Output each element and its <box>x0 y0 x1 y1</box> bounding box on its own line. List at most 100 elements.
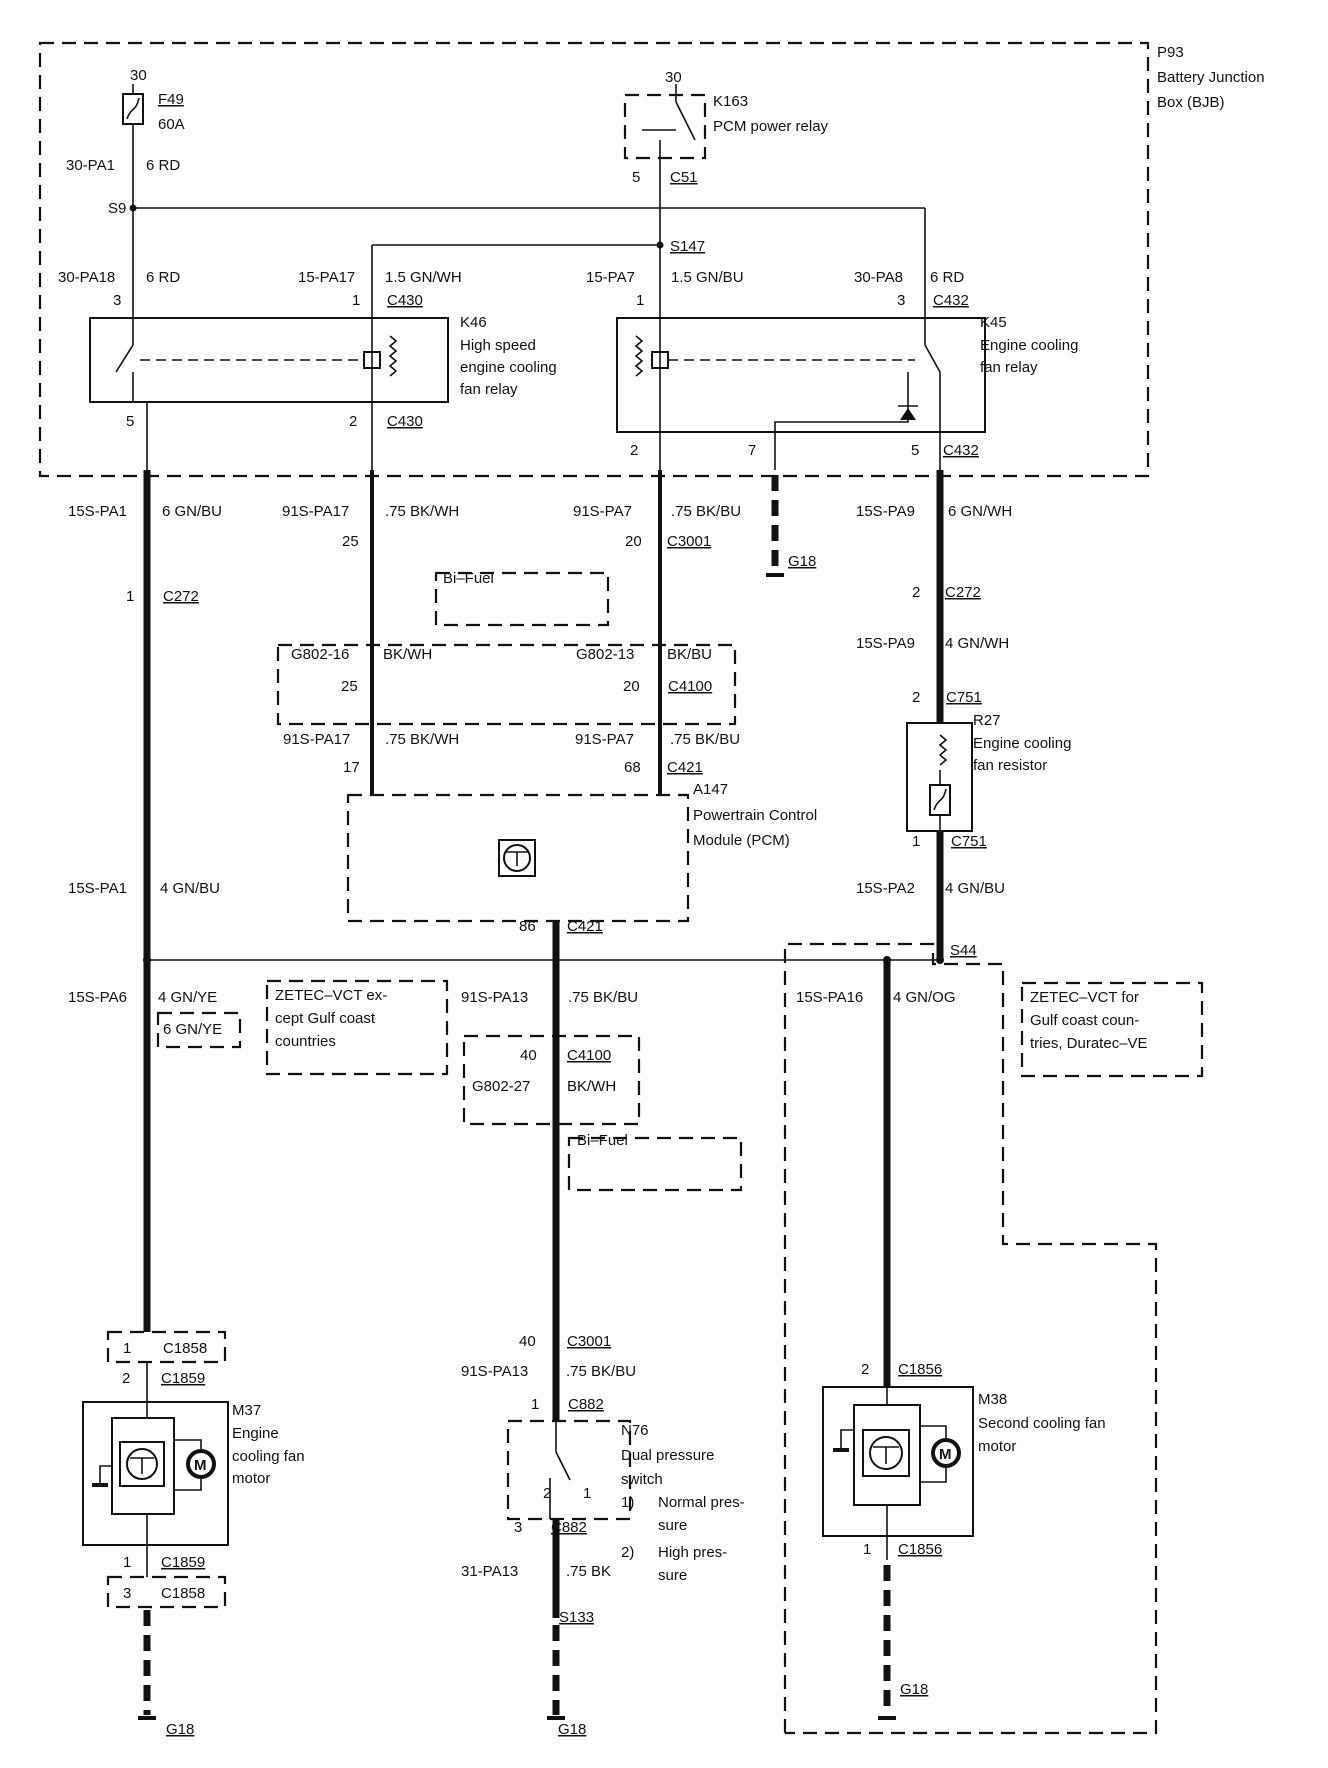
bjb-id: P93 <box>1157 44 1184 61</box>
k163-pin-bottom: 5 <box>632 169 640 186</box>
w6-pin: 17 <box>343 759 360 776</box>
r27-id: R27 <box>973 712 1001 729</box>
f49-id: F49 <box>158 91 184 108</box>
w5-circuit: 15S-PA9 <box>856 635 915 652</box>
f49-rating: 60A <box>158 116 185 133</box>
m37-pin-b: 2 <box>122 1370 130 1387</box>
k163-desc: PCM power relay <box>713 118 829 135</box>
bjb-label-1: Battery Junction <box>1157 69 1265 86</box>
g18-mid-label: G18 <box>558 1721 586 1738</box>
m38-icon-circle <box>869 1436 903 1470</box>
k46-relay-box <box>89 317 449 403</box>
k46-coil <box>363 351 381 369</box>
w7-conn: C421 <box>667 759 703 776</box>
c1858-bottom-box <box>106 1575 227 1609</box>
k46-top-left-pin: 3 <box>113 292 121 309</box>
pcm-module-icon <box>498 839 536 877</box>
m38-motor-box <box>822 1386 974 1537</box>
k45-top-right-pin: 3 <box>897 292 905 309</box>
note-left-3: countries <box>275 1033 336 1050</box>
w8-circuit: 15S-PA1 <box>68 880 127 897</box>
c272-right-pin: 2 <box>912 584 920 601</box>
note-left-box <box>265 979 449 1076</box>
w13-spec: .75 BK/BU <box>566 1363 636 1380</box>
splice-left <box>143 956 151 964</box>
g802-b-circuit: G802-13 <box>576 646 634 663</box>
k46-resistor <box>388 335 398 377</box>
pcm-icon-circle <box>503 844 531 872</box>
n76-note-1a: Normal pres- <box>658 1494 745 1511</box>
w1-circuit: 15S-PA1 <box>68 503 127 520</box>
note-right-3: tries, Duratec–VE <box>1030 1035 1148 1052</box>
m37-icon-circle <box>126 1448 158 1480</box>
n76-label-1: Dual pressure <box>621 1447 714 1464</box>
c3001-top-conn: C3001 <box>667 533 711 550</box>
splice-s9-label: S9 <box>108 200 126 217</box>
r27-label-2: fan resistor <box>973 757 1047 774</box>
w7-spec: .75 BK/BU <box>670 731 740 748</box>
n76-id: N76 <box>621 1422 649 1439</box>
k46-top-right-pin: 1 <box>352 292 360 309</box>
r27-fuse-curve <box>933 788 947 811</box>
f49-pin: 30 <box>130 67 147 84</box>
n76-note-1-num: 1) <box>621 1494 634 1511</box>
w14-circuit: 31-PA13 <box>461 1563 518 1580</box>
pcm-conn: C421 <box>567 918 603 935</box>
w10-circuit: 15S-PA6 <box>68 989 127 1006</box>
n76-note-1b: sure <box>658 1517 687 1534</box>
m37-label-2: cooling fan <box>232 1448 305 1465</box>
g802-a-spec: BK/WH <box>383 646 432 663</box>
pcm-pin: 86 <box>519 918 536 935</box>
c4100b-conn: C4100 <box>567 1047 611 1064</box>
k46-top-right-circuit: 15-PA17 <box>298 269 355 286</box>
m38-label-2: motor <box>978 1438 1016 1455</box>
w8-spec: 4 GN/BU <box>160 880 220 897</box>
n76-conn-top: C882 <box>568 1396 604 1413</box>
bjb-boundary <box>38 41 1150 478</box>
k46-top-left-spec: 6 RD <box>146 269 180 286</box>
k45-label-1: Engine cooling <box>980 337 1078 354</box>
pcm-box <box>346 793 690 923</box>
m37-motor-letter: M <box>194 1457 207 1474</box>
k45-diode-path <box>774 372 909 432</box>
r27-resistor-symbol <box>938 734 948 766</box>
m38-motor-wire-bottom <box>920 1466 947 1483</box>
m38-motor-letter: M <box>939 1446 952 1463</box>
w10-spec: 4 GN/YE <box>158 989 217 1006</box>
k46-switch-arm <box>115 344 134 373</box>
c1858-top-box <box>106 1330 227 1364</box>
k46-label-2: engine cooling <box>460 359 557 376</box>
k46-pin-left: 5 <box>126 413 134 430</box>
m38-label-1: Second cooling fan <box>978 1415 1106 1432</box>
k45-switch-arm <box>924 344 941 373</box>
w6-circuit: 91S-PA17 <box>283 731 350 748</box>
k46-label-1: High speed <box>460 337 536 354</box>
splice-s147-label: S147 <box>670 238 705 255</box>
splice-s133-label: S133 <box>559 1609 594 1626</box>
k45-label-2: fan relay <box>980 359 1038 376</box>
k46-top-left-circuit: 30-PA18 <box>58 269 115 286</box>
w2-circuit: 91S-PA17 <box>282 503 349 520</box>
r27-conn-top: C751 <box>946 689 982 706</box>
g802-pin-a: 25 <box>341 678 358 695</box>
w3-spec: .75 BK/BU <box>671 503 741 520</box>
m38-conn-top: C1856 <box>898 1361 942 1378</box>
m38-module-icon <box>862 1429 910 1477</box>
m37-module-icon <box>119 1441 165 1487</box>
alt-spec-box <box>156 1011 242 1049</box>
k163-relay-box <box>623 93 707 160</box>
r27-pin-top: 2 <box>912 689 920 706</box>
splice-s44 <box>936 956 944 964</box>
w1-spec: 6 GN/BU <box>162 503 222 520</box>
g18-top-label: G18 <box>788 553 816 570</box>
note-left-1: ZETEC–VCT ex- <box>275 987 387 1004</box>
w9-circuit: 15S-PA2 <box>856 880 915 897</box>
w2-spec: .75 BK/WH <box>385 503 459 520</box>
w11-circuit: 91S-PA13 <box>461 989 528 1006</box>
wire-30pa1-spec: 6 RD <box>146 157 180 174</box>
c3001-top-pin-b: 20 <box>625 533 642 550</box>
m37-motor-wire-top <box>174 1439 202 1451</box>
m38-chassis-ground <box>840 1429 854 1450</box>
m38-ground: G18 <box>900 1681 928 1698</box>
